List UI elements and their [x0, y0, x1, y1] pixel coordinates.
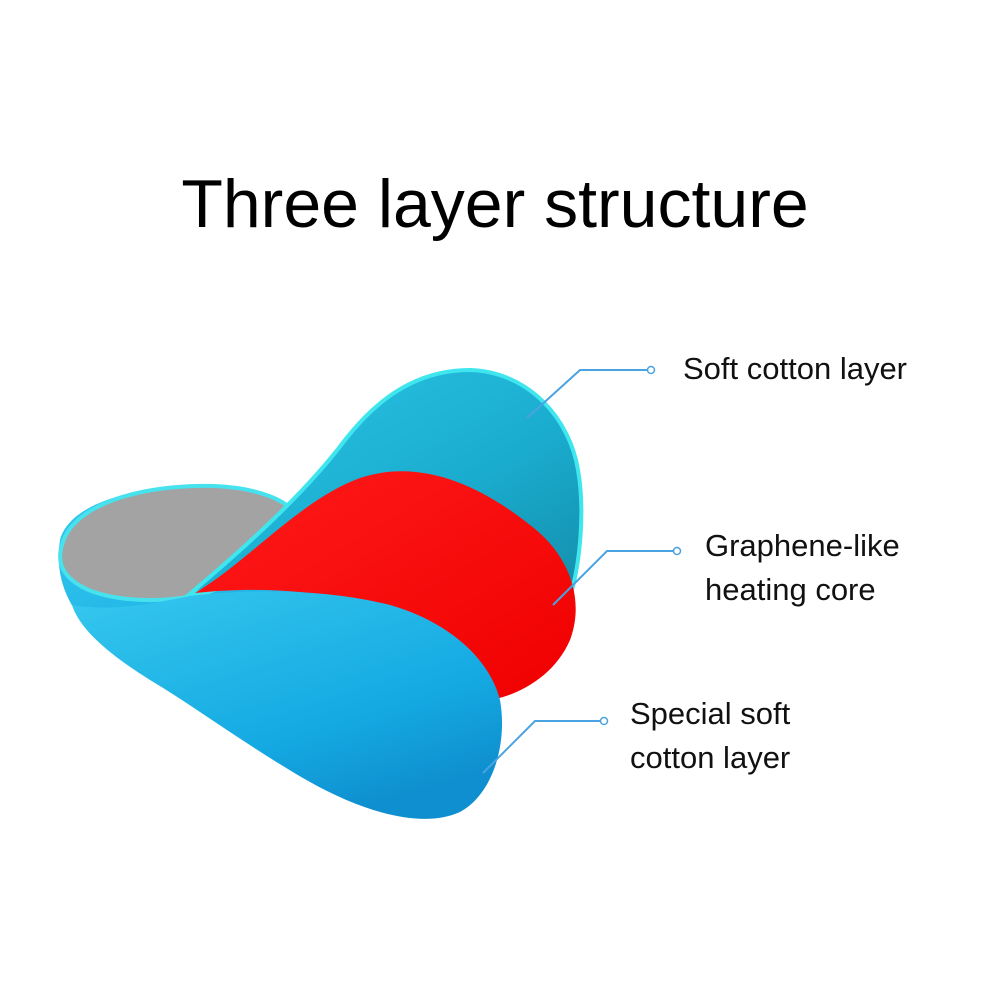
label-line: Special soft — [630, 696, 791, 731]
label-line: Graphene-like — [705, 528, 900, 563]
label-soft-cotton-layer: Soft cotton layer — [683, 347, 907, 391]
label-heating-core: Graphene-like heating core — [705, 524, 900, 612]
leader-line-middle — [552, 546, 682, 606]
bottom-layer-front-shape — [72, 591, 503, 819]
label-line: Soft cotton layer — [683, 351, 908, 386]
label-special-soft-cotton-layer: Special soft cotton layer — [630, 692, 790, 780]
label-line: cotton layer — [630, 740, 791, 775]
leader-line-bottom — [482, 716, 609, 774]
label-line: heating core — [705, 572, 876, 607]
diagram-title: Three layer structure — [181, 166, 809, 242]
heating-core-shape — [195, 471, 576, 700]
leader-line-top — [526, 365, 656, 419]
